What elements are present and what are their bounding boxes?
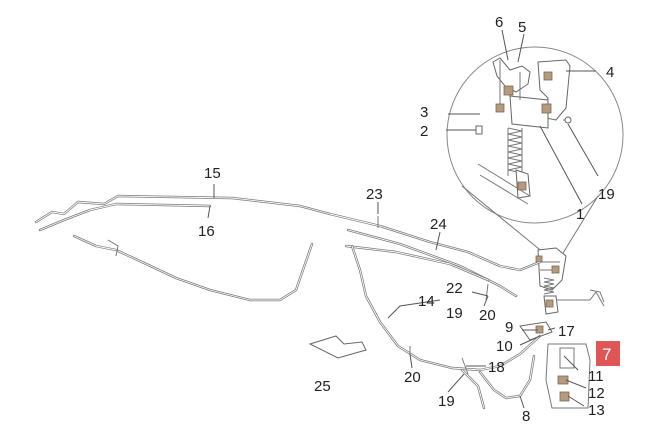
label-2: 2 bbox=[420, 123, 428, 140]
label-1: 1 bbox=[576, 206, 584, 223]
label-15: 15 bbox=[204, 165, 221, 182]
detail-magnifier bbox=[446, 46, 624, 259]
part-25-pad bbox=[308, 335, 367, 359]
label-7[interactable]: 7 bbox=[602, 345, 611, 364]
label-16: 16 bbox=[198, 223, 215, 240]
label-17: 17 bbox=[558, 323, 575, 340]
label-22: 22 bbox=[446, 280, 463, 297]
label-9: 9 bbox=[505, 319, 513, 336]
brake-pedal-assembly bbox=[519, 247, 605, 409]
label-11: 11 bbox=[588, 368, 604, 385]
label-20-low: 20 bbox=[404, 369, 421, 386]
label-8: 8 bbox=[522, 408, 530, 425]
brake-lines bbox=[34, 194, 605, 410]
label-18: 18 bbox=[488, 359, 505, 376]
label-3: 3 bbox=[420, 104, 428, 121]
highlight-box[interactable] bbox=[596, 341, 620, 366]
label-14: 14 bbox=[418, 293, 435, 310]
leader-lines bbox=[207, 29, 599, 409]
callout-labels: 1 2 3 4 5 6 8 9 10 11 12 13 14 15 16 17 … bbox=[198, 14, 615, 425]
label-12: 12 bbox=[588, 385, 605, 402]
label-4: 4 bbox=[606, 64, 614, 81]
label-6: 6 bbox=[495, 14, 503, 31]
label-23: 23 bbox=[366, 186, 383, 203]
label-19-detail: 19 bbox=[598, 186, 615, 203]
label-25: 25 bbox=[314, 378, 331, 395]
label-10: 10 bbox=[496, 338, 513, 355]
label-19-mid: 19 bbox=[446, 305, 463, 322]
label-20-mid: 20 bbox=[479, 307, 496, 324]
pedal-assembly-detail bbox=[455, 57, 572, 205]
label-19-low: 19 bbox=[438, 393, 455, 410]
highlighted-part-7[interactable]: 7 bbox=[596, 341, 620, 366]
label-5: 5 bbox=[518, 19, 526, 36]
label-24: 24 bbox=[430, 216, 447, 233]
label-13: 13 bbox=[588, 402, 605, 419]
